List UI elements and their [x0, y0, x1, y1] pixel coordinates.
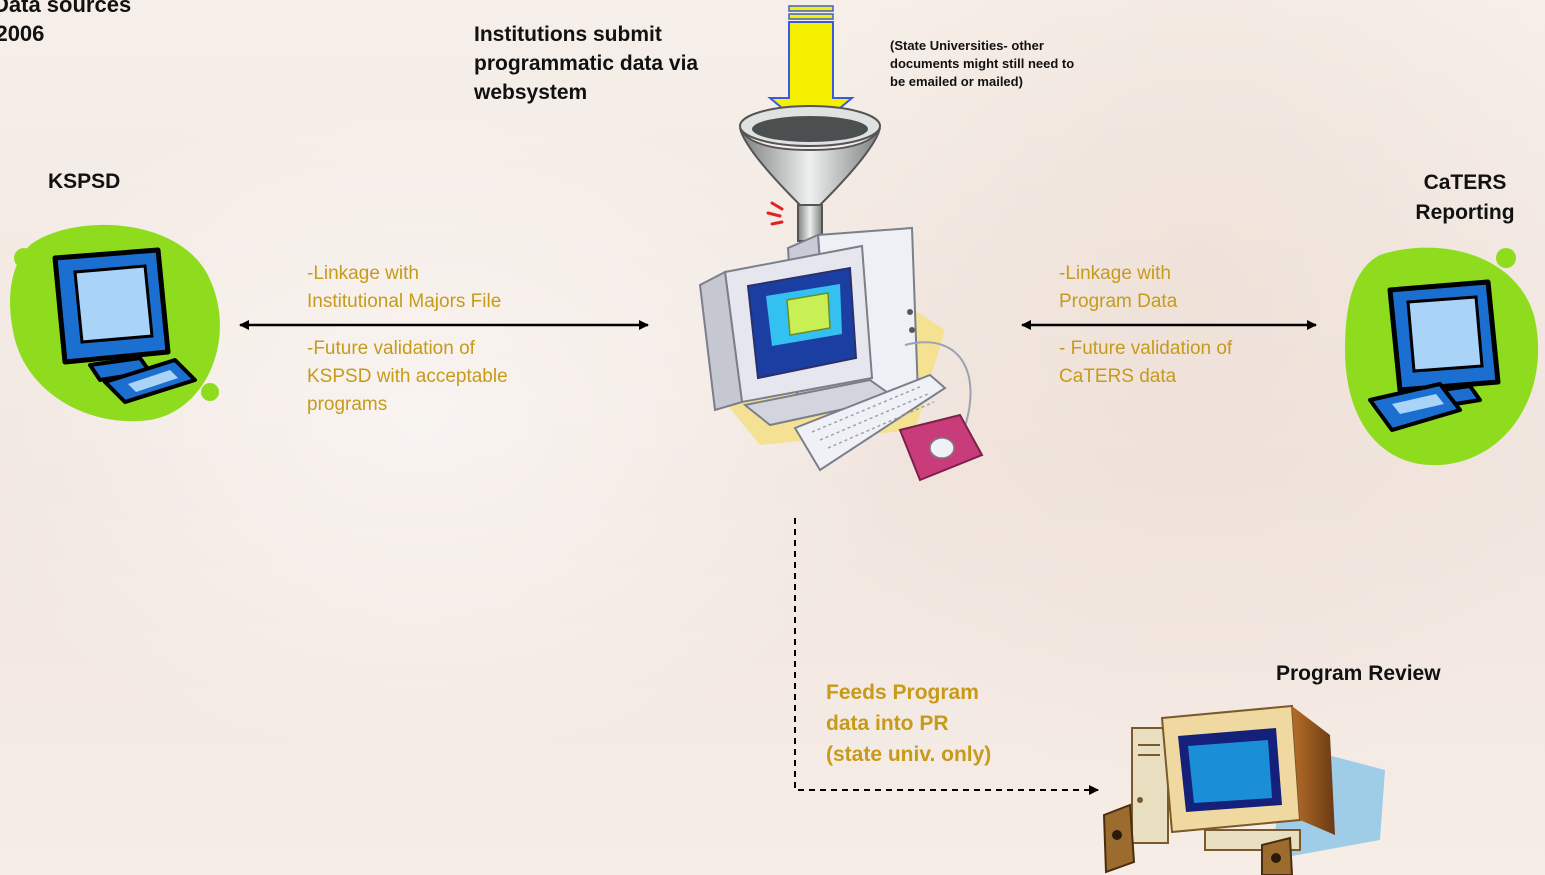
- left-note-4: KSPSD with acceptable: [307, 366, 508, 387]
- note-line-2: documents might still need to: [890, 56, 1075, 71]
- kspsd-label: KSPSD: [48, 170, 121, 193]
- caters-label-line-1: CaTERS: [1423, 171, 1507, 194]
- program-review-label: Program Review: [1276, 662, 1441, 685]
- right-note-4: CaTERS data: [1059, 366, 1177, 387]
- feeds-line-2: data into PR: [826, 712, 949, 735]
- kspsd-computer-icon: [10, 224, 220, 422]
- submit-label-line-3: websystem: [474, 81, 588, 104]
- submit-label: Institutions submit programmatic data vi…: [474, 20, 774, 107]
- caters-label: CaTERS Reporting: [1400, 168, 1530, 228]
- feeds-dashed-arrow: [794, 518, 1099, 795]
- feeds-program-label: Feeds Program data into PR (state univ. …: [826, 677, 1066, 770]
- caters-link-notes: -Linkage with Program Data - Future vali…: [1059, 260, 1319, 391]
- right-note-3: - Future validation of: [1059, 338, 1233, 359]
- right-note-2: Program Data: [1059, 291, 1178, 312]
- funnel-icon: [739, 105, 881, 242]
- submit-label-line-1: Institutions submit: [474, 23, 662, 46]
- note-line-1: (State Universities- other: [890, 38, 1044, 53]
- left-note-1: -Linkage with: [307, 263, 419, 284]
- kspsd-link-notes: -Linkage with Institutional Majors File …: [307, 260, 627, 419]
- title-line-2: June 2006: [0, 21, 45, 46]
- left-note-3: -Future validation of: [307, 338, 475, 359]
- caters-computer-icon: [1345, 247, 1539, 466]
- feeds-line-1: Feeds Program: [826, 681, 979, 704]
- program-review-computer-icon: [1102, 704, 1385, 875]
- state-universities-note: (State Universities- other documents mig…: [890, 37, 1190, 91]
- submit-label-line-2: programmatic data via: [474, 52, 699, 75]
- title-line-1: BOR Data sources: [0, 0, 132, 17]
- caters-label-line-2: Reporting: [1415, 201, 1515, 224]
- note-line-3: be emailed or mailed): [890, 74, 1023, 89]
- feeds-line-3: (state univ. only): [826, 743, 992, 766]
- central-computer-icon: [698, 226, 984, 482]
- right-note-1: -Linkage with: [1059, 263, 1171, 284]
- left-note-2: Institutional Majors File: [307, 291, 502, 312]
- left-note-5: programs: [307, 394, 388, 415]
